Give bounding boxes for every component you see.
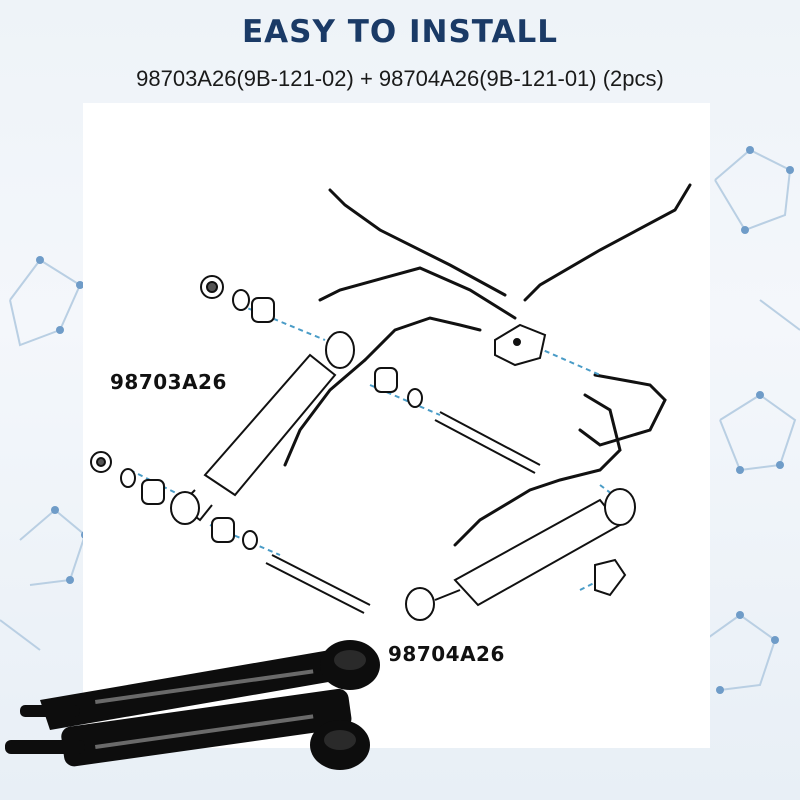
part-label-98704a26: 98704A26	[388, 642, 505, 666]
page-title: EASY TO INSTALL	[241, 14, 559, 50]
valve-block	[494, 323, 547, 367]
hydraulic-line	[363, 316, 482, 362]
hydraulic-line	[578, 373, 667, 447]
hydraulic-line	[453, 393, 622, 547]
hydraulic-line	[283, 358, 367, 467]
page-subtitle: 98703A26(9B-121-02) + 98704A26(9B-121-01…	[136, 66, 664, 91]
diagram-panel	[83, 103, 710, 748]
hydraulic-line	[328, 188, 507, 297]
cylinder-body-upper	[203, 353, 337, 497]
hydraulic-line	[523, 183, 692, 302]
hydraulic-line	[318, 266, 517, 320]
part-label-98703a26: 98703A26	[110, 370, 227, 394]
